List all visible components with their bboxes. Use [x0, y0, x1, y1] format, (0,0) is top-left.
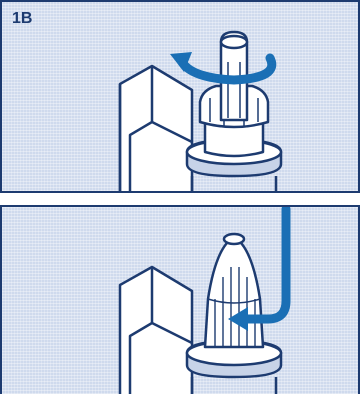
- inhaler-twist-illustration: [118, 30, 283, 191]
- inhaler-push-illustration: [118, 207, 291, 394]
- push-arrow-icon: [228, 207, 291, 331]
- cartridge-neck: [203, 118, 265, 158]
- twist-arrow-icon: [170, 52, 277, 85]
- step-panel-push: [0, 205, 360, 394]
- step-label: 1B: [12, 10, 33, 27]
- inhaler-body: [118, 265, 194, 394]
- step-panel-twist: 1B: [0, 0, 360, 193]
